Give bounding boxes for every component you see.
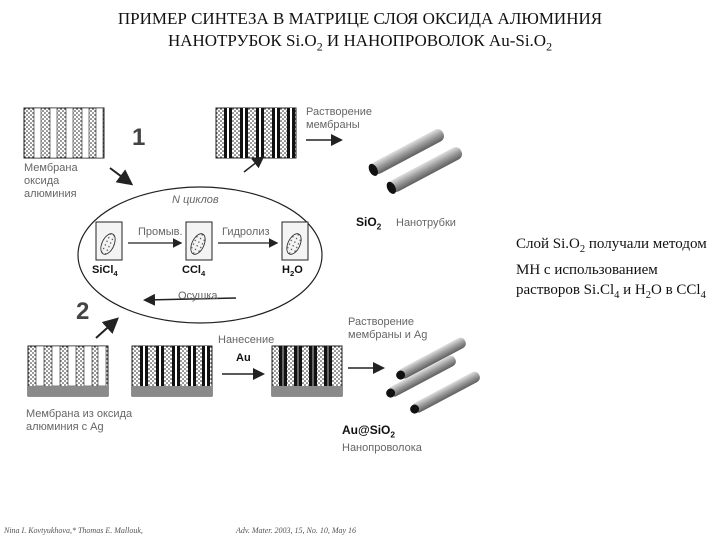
title-line-2: НАНОТРУБОК Si.O2 И НАНОПРОВОЛОК Au-Si.O2 (167, 31, 553, 54)
vial-ccl4 (185, 221, 213, 261)
cycles-label: N циклов (172, 194, 219, 206)
au-sio2-label: Au@SiO2 (342, 423, 396, 440)
page-title: ПРИМЕР СИНТЕЗА В МАТРИЦЕ СЛОЯ ОКСИДА АЛЮ… (0, 8, 720, 57)
sicl4-label: SiCl4 (92, 264, 118, 279)
drying-arrow (143, 293, 237, 306)
cycle-ellipse (77, 186, 323, 324)
membrane-empty (23, 107, 105, 159)
title-line-1: ПРИМЕР СИНТЕЗА В МАТРИЦЕ СЛОЯ ОКСИДА АЛЮ… (117, 9, 603, 28)
step1-arrow (109, 167, 134, 186)
vial-h2o (281, 221, 309, 261)
side-description: Слой Si.O2 получали методом МН с использ… (516, 236, 707, 301)
vial-sicl4 (95, 221, 123, 261)
step2-arrow (95, 317, 119, 339)
membrane-label: Мембрана оксида алюминия (24, 162, 78, 200)
ccl4-label: CCl4 (182, 264, 206, 279)
dissolve-ag-label: Растворение мембраны и Ag (348, 316, 428, 341)
au-label: Au (236, 352, 251, 364)
hydrolysis-label: Гидролиз (222, 226, 270, 238)
nanotubes (368, 129, 463, 194)
nanowire-label: Нанопроволока (342, 442, 422, 454)
membrane-with-ag (27, 345, 109, 397)
cycle-out-arrow (243, 156, 265, 173)
deposit-label: Нанесение (218, 334, 275, 346)
dissolve-label: Растворение мембраны (306, 106, 373, 131)
step-1-number: 1 (132, 124, 146, 151)
membrane-ag-sio2 (131, 345, 213, 397)
nanotubes-label: Нанотрубки (396, 217, 456, 229)
membrane-au-filled (271, 345, 343, 397)
drying-label: Осушка (178, 290, 218, 302)
membrane-ag-label: Мембрана из оксида алюминия с Ag (26, 408, 133, 433)
rinse-label: Промыв. (138, 226, 183, 238)
h2o-label: H2O (282, 264, 303, 279)
nanowires (386, 337, 480, 414)
footer-authors: Nina I. Kovtyukhova,* Thomas E. Mallouk, (4, 526, 143, 535)
membrane-with-sio2 (215, 107, 297, 159)
sio2-label: SiO2 (356, 215, 382, 232)
footer-journal: Adv. Mater. 2003, 15, No. 10, May 16 (236, 526, 357, 535)
step-2-number: 2 (76, 298, 90, 325)
